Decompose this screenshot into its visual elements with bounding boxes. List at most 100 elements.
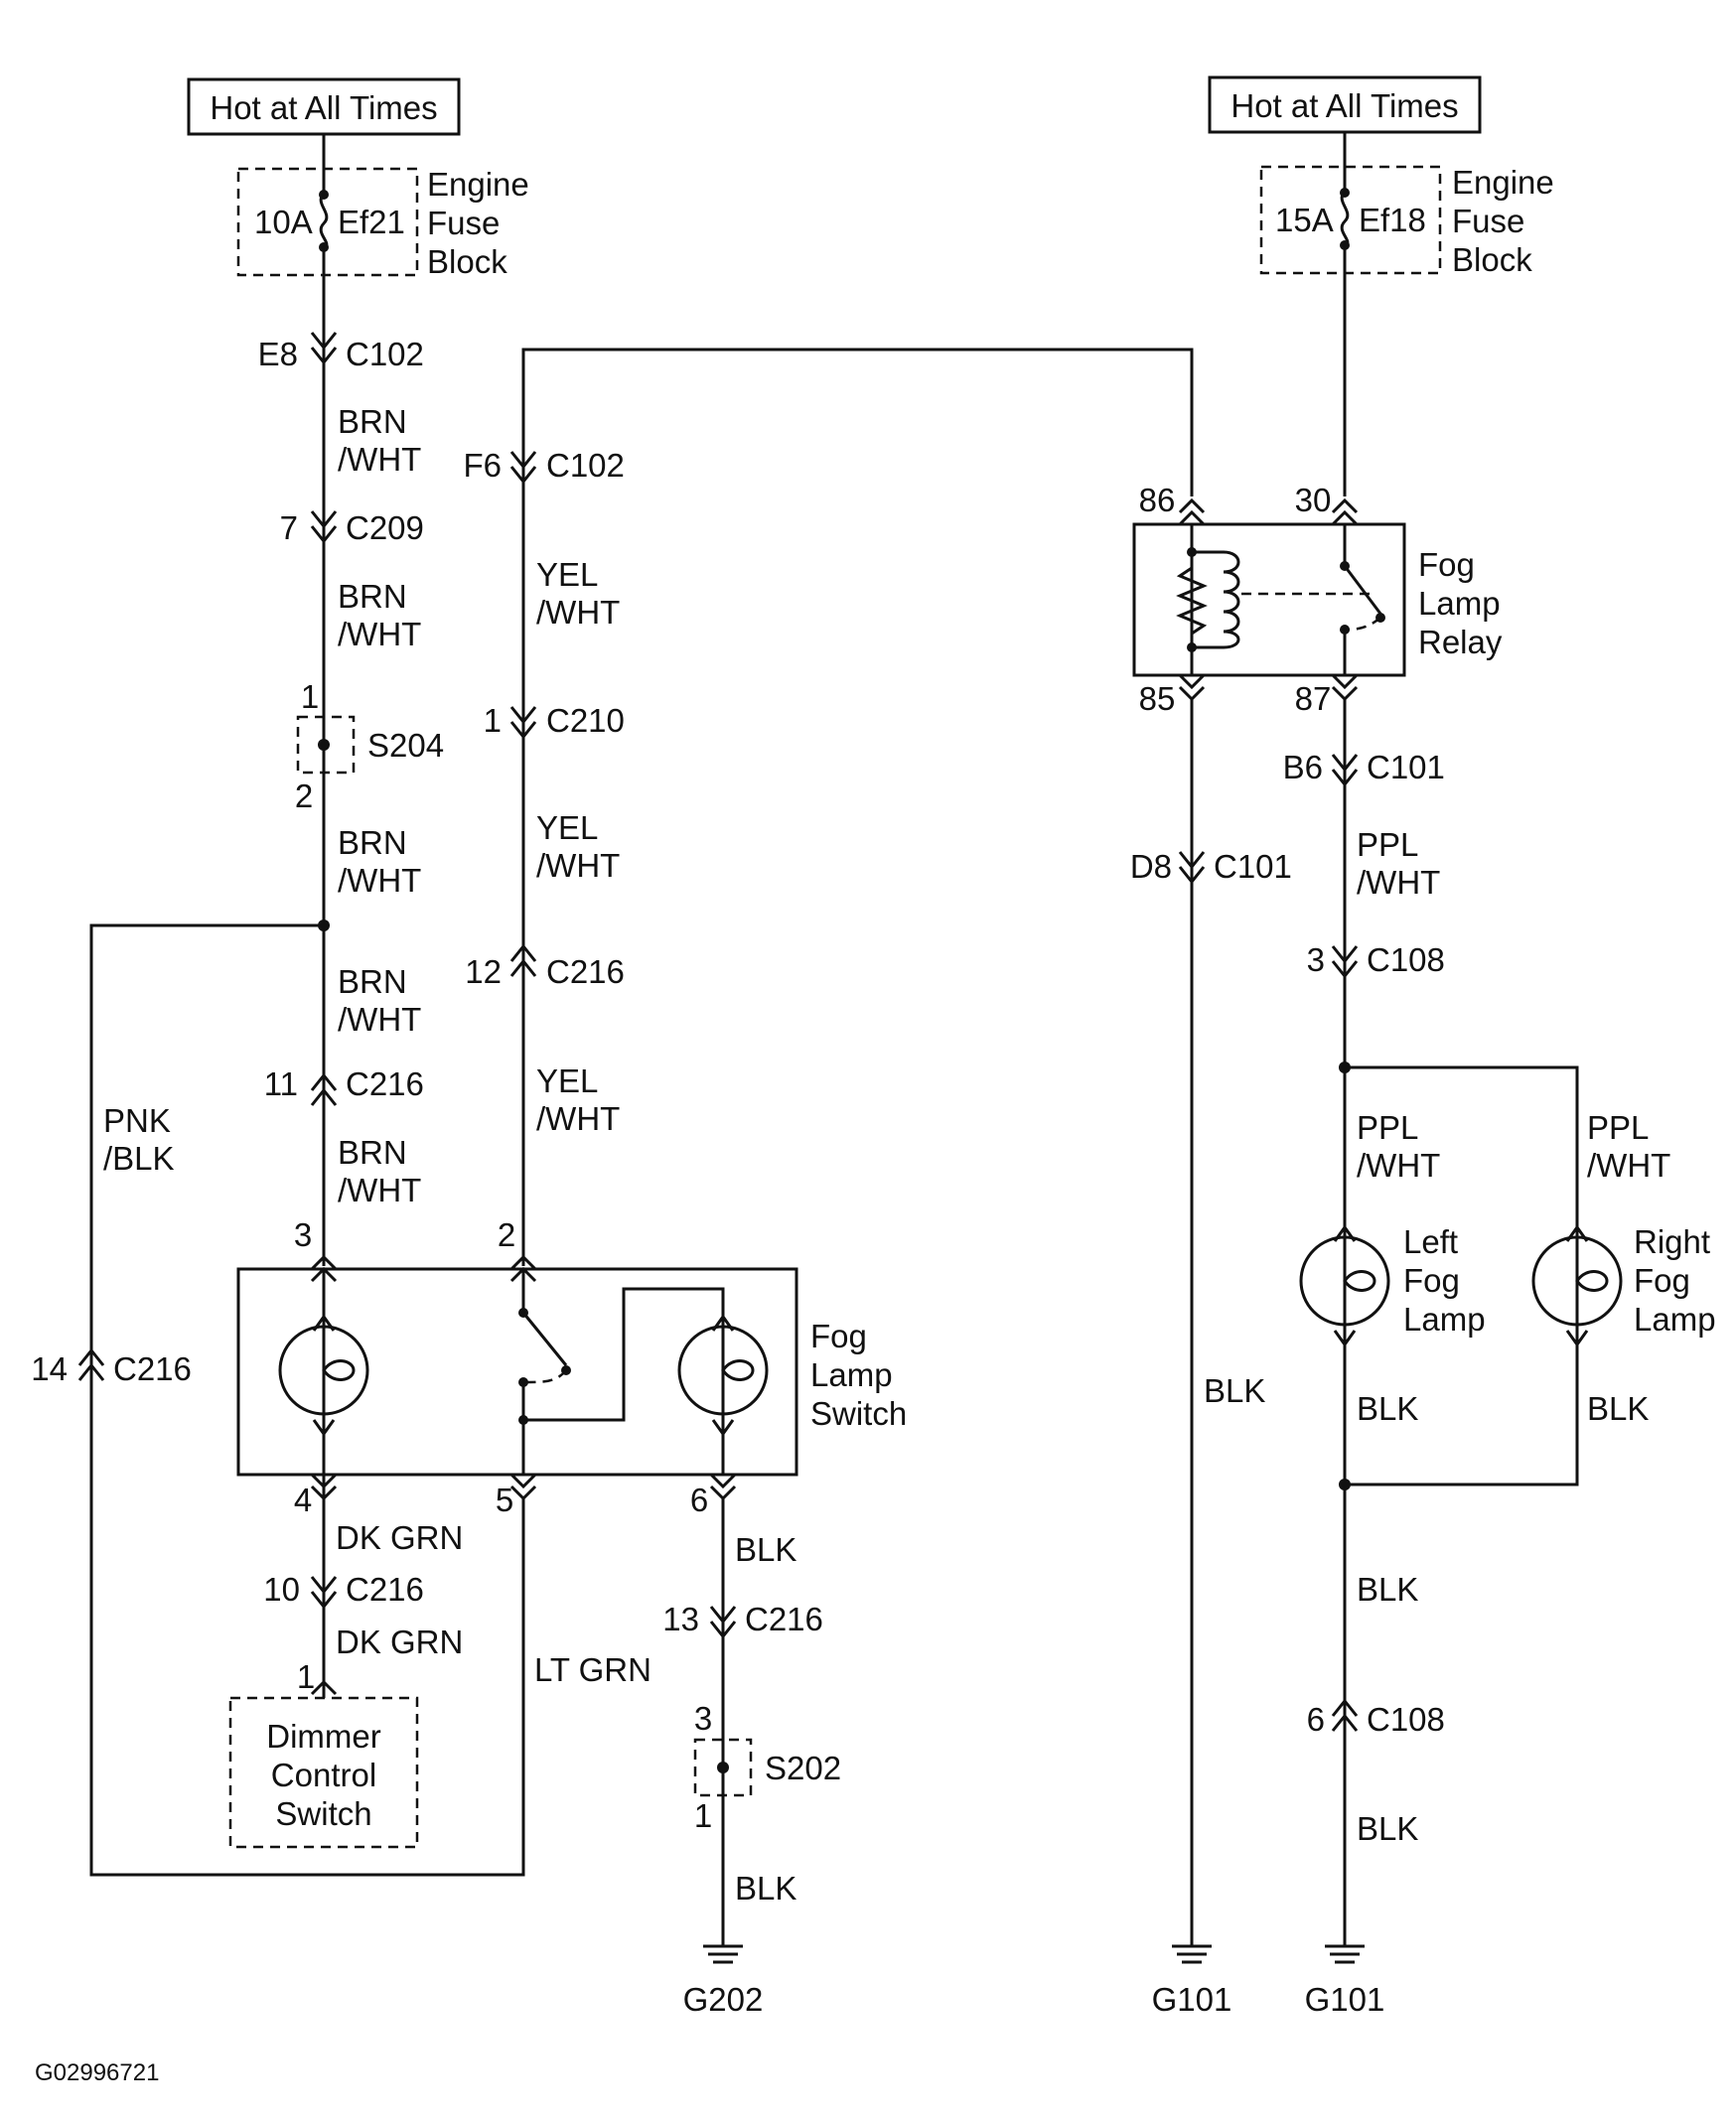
svg-text:Hot at All Times: Hot at All Times: [1230, 87, 1458, 124]
wire-label: /BLK: [103, 1140, 175, 1177]
wire-label: PPL: [1357, 1109, 1418, 1146]
svg-text:12: 12: [465, 953, 502, 990]
right-power-source: Hot at All Times: [1208, 75, 1482, 134]
wire-label: BRN: [338, 1134, 407, 1171]
svg-text:Block: Block: [1452, 241, 1532, 278]
svg-text:14: 14: [31, 1350, 68, 1387]
wire-label: /WHT: [536, 594, 620, 631]
connector-c101-b6: B6 C101: [1283, 749, 1445, 787]
wire-label: /WHT: [338, 616, 421, 652]
svg-text:Fog: Fog: [1418, 546, 1475, 583]
svg-text:Right: Right: [1634, 1223, 1710, 1260]
wire-label: YEL: [536, 1062, 598, 1099]
wire-label: BRN: [338, 403, 407, 440]
wire-label: /WHT: [338, 862, 421, 899]
left-fuse: 10A Ef21 Engine Fuse Block: [236, 134, 529, 280]
svg-text:Fog: Fog: [1403, 1262, 1460, 1299]
svg-text:10: 10: [263, 1571, 300, 1608]
wire-label: /WHT: [338, 1001, 421, 1038]
svg-text:Fuse: Fuse: [1452, 203, 1524, 239]
connector-c102-e8: E8 C102: [258, 332, 424, 372]
svg-text:1: 1: [484, 702, 502, 739]
svg-text:Lamp: Lamp: [1403, 1301, 1486, 1338]
right-fuse: 15A Ef18 Engine Fuse Block: [1259, 132, 1554, 278]
wire-label: BLK: [1357, 1390, 1418, 1427]
svg-text:Left: Left: [1403, 1223, 1458, 1260]
svg-text:C102: C102: [346, 336, 424, 372]
ground-g202: G202: [683, 1944, 763, 2018]
svg-text:C216: C216: [346, 1571, 424, 1608]
svg-text:Engine: Engine: [427, 166, 529, 203]
svg-text:Fog: Fog: [1634, 1262, 1690, 1299]
svg-text:B6: B6: [1283, 749, 1323, 785]
svg-text:4: 4: [294, 1482, 312, 1518]
connector-c101-d8: D8 C101: [1130, 848, 1292, 885]
svg-text:Ef21: Ef21: [338, 204, 405, 240]
wire-label: BRN: [338, 578, 407, 615]
wire-label: BRN: [338, 963, 407, 1000]
fog-lamp-relay: 86 30 85 87 Fog Lamp Relay: [1132, 482, 1503, 717]
svg-text:1: 1: [301, 678, 319, 715]
svg-text:3: 3: [1307, 941, 1325, 978]
ground-g101-lamps: G101: [1305, 1944, 1385, 2018]
svg-text:Fuse: Fuse: [427, 205, 500, 241]
svg-text:11: 11: [264, 1065, 298, 1102]
svg-text:10A: 10A: [254, 204, 313, 240]
connector-c209: 7 C209: [280, 509, 424, 546]
svg-text:Switch: Switch: [275, 1795, 371, 1832]
right-lamp-branch: [1345, 1065, 1579, 1486]
svg-text:30: 30: [1295, 482, 1332, 518]
svg-text:G101: G101: [1305, 1981, 1385, 2018]
connector-c216-10: 10 C216: [263, 1571, 424, 1610]
svg-text:C209: C209: [346, 509, 424, 546]
wire-label: PNK: [103, 1102, 171, 1139]
svg-text:C101: C101: [1214, 848, 1292, 885]
wire-label: BLK: [1357, 1810, 1418, 1847]
connector-c102-f6: F6 C102: [463, 447, 625, 485]
svg-text:C216: C216: [546, 953, 625, 990]
svg-text:C101: C101: [1367, 749, 1445, 785]
svg-text:C102: C102: [546, 447, 625, 484]
svg-text:C108: C108: [1367, 1701, 1445, 1738]
wire-label: BLK: [735, 1870, 796, 1907]
svg-text:1: 1: [694, 1797, 712, 1834]
wire-label: /WHT: [536, 847, 620, 884]
right-fog-lamp: Right Fog Lamp: [1531, 1223, 1716, 1347]
svg-text:15A: 15A: [1275, 202, 1334, 238]
splice-s204: 1 2 S204: [295, 678, 444, 814]
svg-text:Engine: Engine: [1452, 164, 1554, 201]
wire-label: BLK: [1357, 1571, 1418, 1608]
svg-text:Fog: Fog: [810, 1318, 867, 1354]
wire-label: YEL: [536, 809, 598, 846]
fog-lamp-switch: 3 2 4 5 6 Fog Lamp Switch: [236, 1216, 907, 1518]
svg-text:1: 1: [297, 1658, 315, 1695]
svg-text:Control: Control: [271, 1757, 376, 1793]
svg-text:Dimmer: Dimmer: [266, 1718, 380, 1755]
wire-label: DK GRN: [336, 1624, 463, 1660]
svg-text:Hot at All Times: Hot at All Times: [210, 89, 437, 126]
svg-text:G101: G101: [1152, 1981, 1232, 2018]
wire-label: PPL: [1587, 1109, 1649, 1146]
svg-text:C216: C216: [745, 1601, 823, 1637]
connector-c108-6: 6 C108: [1307, 1698, 1445, 1738]
figure-id: G02996721: [35, 2059, 159, 2086]
svg-text:6: 6: [690, 1482, 708, 1518]
connector-c216-11: 11 C216: [264, 1065, 424, 1106]
wire-label: LT GRN: [534, 1651, 651, 1688]
svg-text:6: 6: [1307, 1701, 1325, 1738]
svg-text:Ef18: Ef18: [1359, 202, 1426, 238]
svg-text:7: 7: [280, 509, 298, 546]
wire-label: /WHT: [338, 1172, 421, 1208]
wire-label: DK GRN: [336, 1519, 463, 1556]
wire-label: /WHT: [338, 441, 421, 478]
wire-label: /WHT: [1587, 1147, 1670, 1184]
ground-g101-relay: G101: [1152, 1944, 1232, 2018]
svg-text:C216: C216: [113, 1350, 192, 1387]
svg-text:Lamp: Lamp: [810, 1356, 893, 1393]
dimmer-control-switch: 1 Dimmer Control Switch: [228, 1658, 419, 1849]
svg-text:C108: C108: [1367, 941, 1445, 978]
connector-c108-3: 3 C108: [1307, 941, 1445, 979]
svg-text:87: 87: [1295, 680, 1332, 717]
svg-text:Lamp: Lamp: [1634, 1301, 1716, 1338]
